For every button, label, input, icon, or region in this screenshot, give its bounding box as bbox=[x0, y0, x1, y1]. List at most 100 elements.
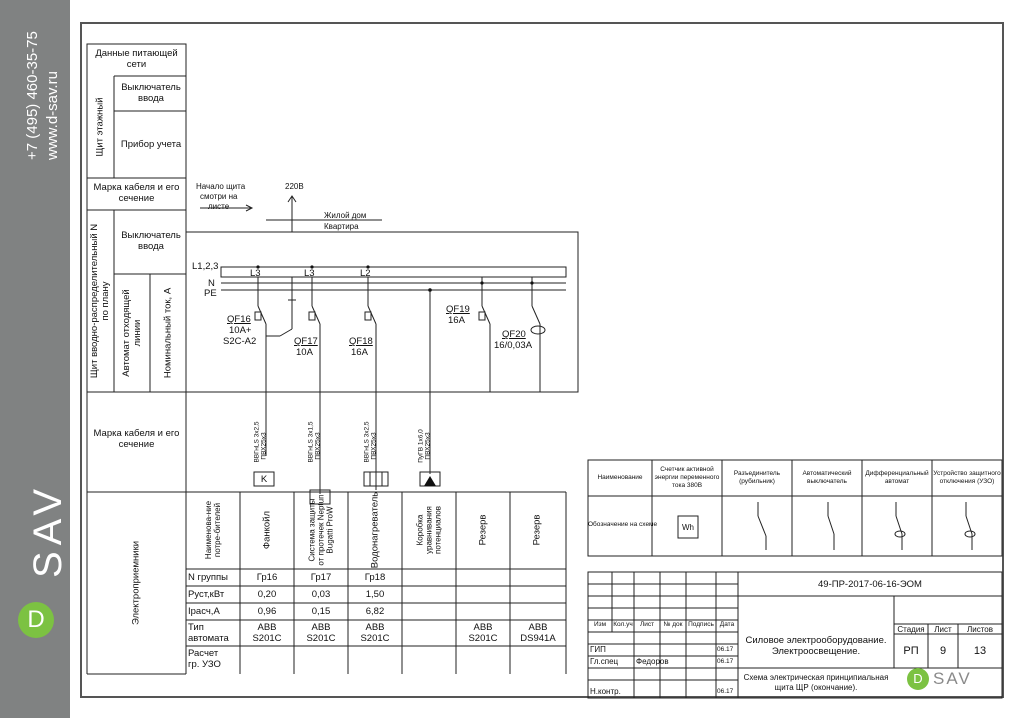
breaker-extra: S2C-A2 bbox=[223, 336, 257, 347]
phase-label: L3 bbox=[304, 268, 315, 279]
phone-number[interactable]: +7 (495) 460-35-75 bbox=[24, 31, 41, 160]
tb-date: 06.17 bbox=[717, 646, 734, 653]
logo-text: SAV bbox=[933, 669, 972, 688]
consumer-name: Резерв bbox=[477, 514, 489, 546]
table-cell: 0,03 bbox=[311, 589, 331, 600]
cable-pipe: ПВХ25х3 bbox=[314, 432, 322, 460]
schematic-lines bbox=[86, 43, 1003, 699]
tb-date: 06.17 bbox=[717, 688, 734, 695]
row-label: Iрасч,А bbox=[188, 606, 220, 617]
apartment-label: Квартира bbox=[324, 222, 359, 231]
table-cell: АВВ bbox=[473, 622, 493, 633]
table-cell: АВВ bbox=[311, 622, 331, 633]
tb-col: Кол.уч bbox=[613, 621, 633, 628]
cable-pipe: ПВХ25х3 bbox=[260, 432, 268, 460]
tb-col: Изм bbox=[593, 621, 607, 628]
table-cell: DS941A bbox=[520, 633, 556, 644]
document-code: 49-ПР-2017-06-16-ЭОМ bbox=[818, 579, 922, 590]
brand-logo-dot bbox=[18, 602, 54, 638]
row-label: гр. УЗО bbox=[188, 659, 221, 670]
breaker-id: QF19 bbox=[446, 304, 470, 315]
consumer-header-label: Наименова-ние потре-бителей bbox=[204, 500, 222, 560]
main-panel-label: Щит вводно-распределительный N по плану bbox=[89, 223, 111, 379]
consumer-name: Резерв bbox=[531, 514, 543, 546]
sheet-desc-2: щита ЩР (окончание). bbox=[774, 683, 858, 692]
sheet-header: Лист bbox=[934, 625, 952, 634]
brand-sidebar: +7 (495) 460-35-75 www.d-sav.ru SAV D bbox=[0, 0, 70, 718]
row-label: автомата bbox=[188, 633, 229, 644]
breaker-rating: 16А bbox=[351, 347, 368, 358]
table-cell: 0,15 bbox=[311, 606, 331, 617]
sheets-value: 13 bbox=[973, 645, 987, 657]
legend-breaker: выключатель bbox=[807, 478, 847, 485]
table-cell: S201C bbox=[306, 633, 336, 644]
floor-input-switch-label: Выключатель ввода bbox=[121, 82, 181, 104]
outgoing-breaker-label: Автомат отходящей линии bbox=[121, 289, 143, 377]
row-label: Тип bbox=[188, 622, 204, 633]
floor-panel-label: Щит этажный bbox=[94, 97, 106, 157]
logo-dot: D bbox=[907, 668, 929, 690]
breaker-rating: 16А bbox=[448, 315, 465, 326]
nominal-current-label: Номинальный ток, А bbox=[162, 287, 174, 379]
breaker-rating: 10А bbox=[296, 347, 313, 358]
cable-pipe: ПВХ25х3 bbox=[424, 432, 432, 460]
tb-date: 06.17 bbox=[717, 658, 734, 665]
legend-meter: Счетчик активной bbox=[660, 466, 714, 473]
breaker-id: QF18 bbox=[349, 336, 373, 347]
breaker-rating: 10А+ bbox=[229, 325, 252, 336]
table-cell: 6,82 bbox=[365, 606, 385, 617]
table-cell: Гр17 bbox=[310, 572, 332, 583]
table-cell: S201C bbox=[468, 633, 498, 644]
cable-end-k: K bbox=[260, 474, 268, 485]
tb-col: № док bbox=[663, 621, 683, 628]
meter-symbol: Wh bbox=[682, 523, 694, 532]
legend-rcd: отключения (УЗО) bbox=[939, 478, 995, 485]
table-cell: АВВ bbox=[257, 622, 277, 633]
phase-label: L2 bbox=[360, 268, 371, 279]
table-cell: Гр16 bbox=[256, 572, 278, 583]
table-cell: АВВ bbox=[528, 622, 548, 633]
tb-role: Н.контр. bbox=[590, 687, 621, 696]
breaker-rating: 16/0,03А bbox=[494, 340, 533, 351]
house-label: Жилой дом bbox=[324, 211, 367, 220]
brand-wordmark: SAV bbox=[26, 482, 70, 578]
consumer-name: Коробка уравнивания потенциалов bbox=[415, 506, 443, 555]
legend-diff: Дифференциальный bbox=[865, 470, 929, 477]
table-cell: 1,50 bbox=[365, 589, 385, 600]
stage-header: Стадия bbox=[897, 625, 925, 634]
legend-breaker: Автоматический bbox=[802, 470, 852, 477]
bus-phase-label: L1,2,3 bbox=[192, 261, 219, 272]
legend-disconnector: Разъединитель bbox=[733, 470, 781, 477]
start-note-1: Начало щита bbox=[196, 182, 246, 191]
row-label: Расчет bbox=[188, 648, 219, 659]
start-note-2: смотри на bbox=[200, 192, 238, 201]
legend-name-header: Наименование bbox=[597, 474, 643, 481]
legend-diff: автомат bbox=[884, 478, 910, 485]
stage-value: РП bbox=[903, 645, 919, 657]
legend-symbol-row: Обозначение на схеме bbox=[588, 521, 658, 528]
table-cell: 0,20 bbox=[257, 589, 277, 600]
legend-meter: тока 380В bbox=[671, 482, 703, 489]
legend-disconnector: (рубильник) bbox=[739, 478, 775, 485]
tb-name: Федоров bbox=[636, 657, 669, 666]
power-data-label: Данные питающей сети bbox=[95, 48, 178, 70]
drawing-sheet: Данные питающей сети Щит этажный Выключа… bbox=[80, 22, 1004, 699]
sheet-title-2: Электроосвещение. bbox=[771, 646, 861, 657]
consumers-label: Электроприемники bbox=[130, 540, 142, 626]
title-block-logo: D SAV bbox=[907, 668, 987, 690]
sheet-desc-1: Схема электрическая принципиальная bbox=[743, 673, 889, 682]
table-cell: АВВ bbox=[365, 622, 385, 633]
consumer-name: Водонагреватель bbox=[369, 491, 381, 569]
cable-mark-label-2: Марка кабеля и его сечение bbox=[93, 428, 180, 450]
phase-label: L3 bbox=[250, 268, 261, 279]
row-label: N группы bbox=[188, 572, 229, 583]
sheets-header: Листов bbox=[967, 625, 993, 634]
tb-col: Подпись bbox=[688, 621, 714, 628]
cable-mark-label: Марка кабеля и его сечение bbox=[93, 182, 180, 204]
table-cell: S201C bbox=[360, 633, 390, 644]
brand-logo-letter: D bbox=[27, 606, 45, 633]
table-cell: Гр18 bbox=[364, 572, 386, 583]
row-label: Руст,кВт bbox=[188, 589, 225, 600]
tb-role: ГИП bbox=[590, 645, 606, 654]
website-link[interactable]: www.d-sav.ru bbox=[44, 71, 61, 160]
